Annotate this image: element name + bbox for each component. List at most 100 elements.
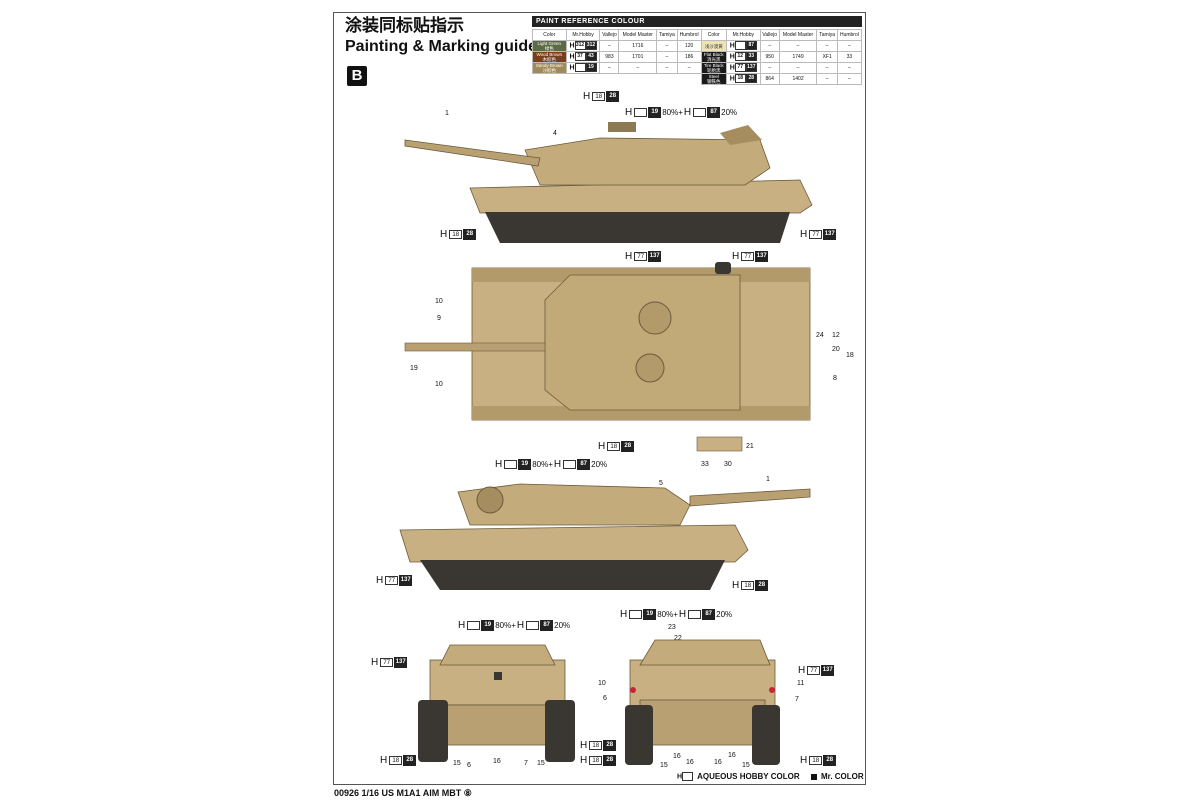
rear-view bbox=[625, 639, 780, 765]
part-number: 21 bbox=[746, 443, 754, 450]
part-number: 19 bbox=[410, 365, 418, 372]
front-view bbox=[418, 644, 575, 762]
part-number: 6 bbox=[467, 762, 471, 769]
aqueous-code: 18 bbox=[389, 756, 403, 765]
mr-color-code: 137 bbox=[399, 575, 413, 586]
legend-mr-color-label: Mr. COLOR bbox=[821, 772, 864, 781]
part-number: 12 bbox=[832, 332, 840, 339]
mr-color-code: 137 bbox=[755, 251, 769, 262]
mr-color-code-2: 87 bbox=[702, 609, 716, 620]
part-number: 10 bbox=[598, 680, 606, 687]
mix-percent: 80%+ bbox=[657, 610, 678, 619]
mix-percent-2: 20% bbox=[591, 460, 608, 469]
mix-percent-2: 20% bbox=[721, 108, 738, 117]
legend-aqueous: H AQUEOUS HOBBY COLOR bbox=[677, 772, 800, 782]
mr-color-code: 28 bbox=[403, 755, 417, 766]
side-view-right bbox=[399, 483, 811, 590]
part-number: 5 bbox=[659, 480, 663, 487]
part-number: 16 bbox=[673, 753, 681, 760]
mr-color-code: 137 bbox=[821, 665, 835, 676]
color-name-cn: 轮胎黑 bbox=[706, 68, 721, 73]
tamiya-code: – bbox=[656, 62, 678, 74]
mr-color-code: 28 bbox=[603, 740, 617, 751]
title-chinese: 涂装同标贴指示 bbox=[345, 16, 464, 36]
color-name-cn: 消光黑 bbox=[706, 57, 721, 62]
mr-color-icon bbox=[811, 774, 817, 780]
color-name: Sandy Brown bbox=[535, 63, 563, 68]
color-name: Flat Black bbox=[703, 52, 724, 57]
part-number: 20 bbox=[832, 346, 840, 353]
mr-color-code: 137 bbox=[745, 63, 757, 73]
part-number: 23 bbox=[668, 624, 676, 631]
part-number: 10 bbox=[435, 298, 443, 305]
mr-color-code: 19 bbox=[643, 609, 657, 620]
mr-color-code: 87 bbox=[745, 41, 757, 51]
part-number: 11 bbox=[797, 680, 805, 687]
mix-percent: 80%+ bbox=[495, 621, 516, 630]
part-number: 8 bbox=[833, 375, 837, 382]
part-number: 16 bbox=[714, 759, 722, 766]
mr-color-code: 28 bbox=[463, 229, 477, 240]
mix-percent: 80%+ bbox=[532, 460, 553, 469]
aqueous-code: 18 bbox=[449, 230, 463, 239]
aqueous-code: 77 bbox=[809, 230, 823, 239]
mr-color-code: 28 bbox=[606, 91, 620, 102]
paint-table-title: PAINT REFERENCE COLOUR bbox=[532, 16, 862, 27]
aqueous-code: 18 bbox=[607, 442, 621, 451]
aqueous-code: 77 bbox=[741, 252, 755, 261]
side-view-left bbox=[404, 122, 813, 243]
mr-color-code: 43 bbox=[585, 52, 597, 62]
color-swatch: 浅沙漠黄 bbox=[700, 40, 727, 52]
part-number: 4 bbox=[553, 130, 557, 137]
part-number: 15 bbox=[453, 760, 461, 767]
mr-color-code: 28 bbox=[621, 441, 635, 452]
mr-color-code: 312 bbox=[585, 41, 597, 51]
column-header: Tamiya bbox=[816, 29, 838, 41]
part-number: 16 bbox=[728, 752, 736, 759]
aqueous-code bbox=[734, 41, 746, 51]
humbrol-code: 33 bbox=[836, 51, 863, 63]
mr-color-code: 19 bbox=[518, 459, 532, 470]
color-name: Wood Brown bbox=[536, 52, 563, 57]
mix-percent-2: 20% bbox=[554, 621, 571, 630]
aqueous-code: 77 bbox=[807, 666, 821, 675]
part-number: 18 bbox=[846, 352, 854, 359]
tamiya-code: XF1 bbox=[816, 51, 838, 63]
mix-percent: 80%+ bbox=[662, 108, 683, 117]
aqueous-code: 18 bbox=[734, 74, 746, 84]
part-number: 7 bbox=[524, 760, 528, 767]
aqueous-code: 18 bbox=[809, 756, 823, 765]
aqueous-code: 77 bbox=[385, 576, 399, 585]
part-number: 16 bbox=[686, 759, 694, 766]
part-number: 22 bbox=[674, 635, 682, 642]
part-number: 16 bbox=[493, 758, 501, 765]
mr-color-code: 137 bbox=[823, 229, 837, 240]
part-number: 6 bbox=[603, 695, 607, 702]
humbrol-code: – bbox=[836, 73, 863, 85]
aqueous-code bbox=[574, 63, 586, 73]
part-number: 15 bbox=[660, 762, 668, 769]
